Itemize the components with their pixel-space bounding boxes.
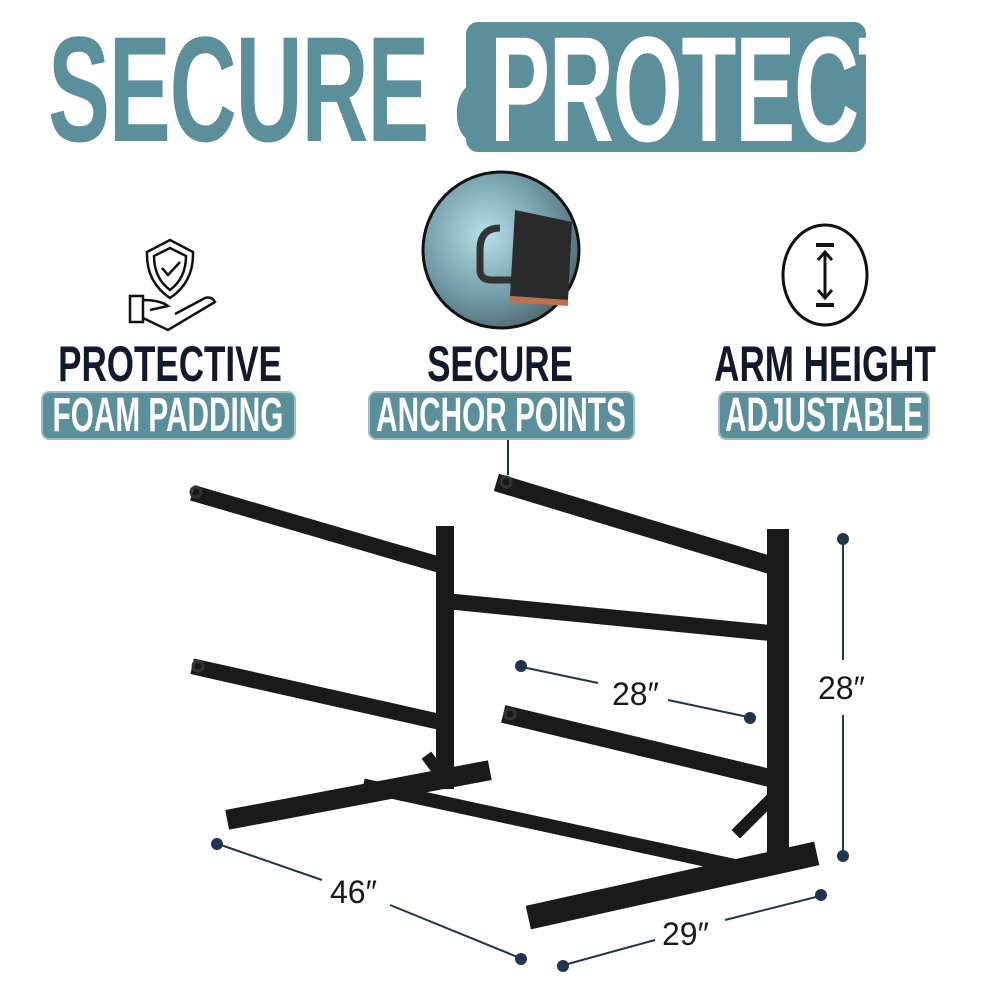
shield-hand-icon	[128, 238, 217, 332]
feature-highlight-anchor: ANCHOR POINTS	[376, 389, 626, 442]
dimension-width: 29″	[662, 916, 709, 952]
feature-highlight-adjustable: ADJUSTABLE	[725, 389, 923, 442]
feature-highlight-foam: FOAM PADDING	[52, 389, 284, 442]
anchor-point-photo	[421, 170, 581, 330]
dimension-length: 46″	[330, 874, 377, 910]
feature-heading-secure: SECURE	[427, 336, 573, 392]
dimension-height: 28″	[818, 670, 865, 706]
arm-end-loops	[189, 475, 517, 721]
rack-stand	[190, 473, 820, 930]
title-part2: PROTECT	[490, 5, 913, 173]
dimension-arm-spacing: 28″	[612, 676, 659, 712]
feature-pill-adjustable	[718, 391, 930, 440]
title-highlight-box	[466, 22, 866, 152]
feature-heading-protective: PROTECTIVE	[58, 336, 282, 392]
dimension-lines	[211, 533, 849, 972]
feature-heading-arm-height: ARM HEIGHT	[714, 336, 936, 392]
height-arrow-icon	[781, 223, 869, 327]
feature-pill-foam	[41, 391, 296, 440]
title-part1: SECURE &	[48, 5, 520, 173]
feature-pill-anchor	[368, 391, 635, 440]
